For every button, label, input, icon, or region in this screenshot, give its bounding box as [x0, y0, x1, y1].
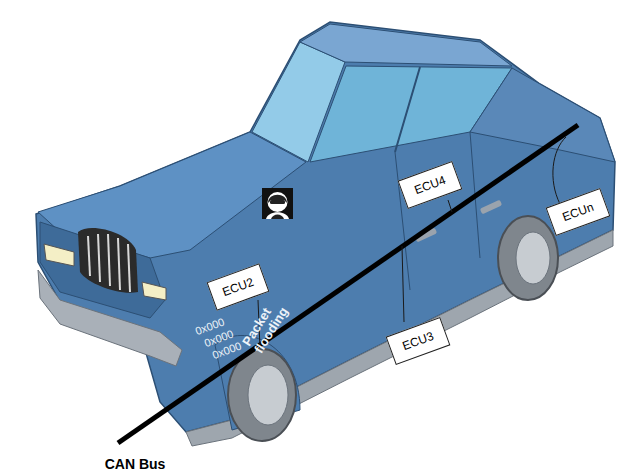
car-grille: [78, 228, 138, 293]
ecu-name: ECU3: [401, 329, 436, 353]
bus-stub: [402, 246, 404, 322]
hacker-icon: [262, 188, 293, 219]
window-pillar: [395, 67, 420, 152]
front-bumper: [38, 270, 182, 366]
door-handle: [480, 200, 502, 215]
rear-wheel: [498, 216, 558, 300]
bus-label: CAN Bus: [105, 457, 166, 472]
ecu-name: ECUn: [561, 200, 596, 224]
headlight: [142, 282, 166, 300]
can-bus-wire: [118, 125, 578, 443]
car-body: [36, 22, 615, 432]
wheel-hub: [248, 365, 288, 425]
wheel-hub: [516, 232, 550, 284]
car-roof: [300, 24, 512, 66]
side-skirt: [186, 230, 613, 446]
bus-stub: [553, 137, 566, 204]
ecu-name: ECU2: [221, 275, 256, 299]
ecu-name: ECU4: [413, 173, 448, 197]
headlight: [44, 244, 74, 266]
grille-bars: [88, 234, 130, 292]
bus-stub: [448, 200, 452, 212]
